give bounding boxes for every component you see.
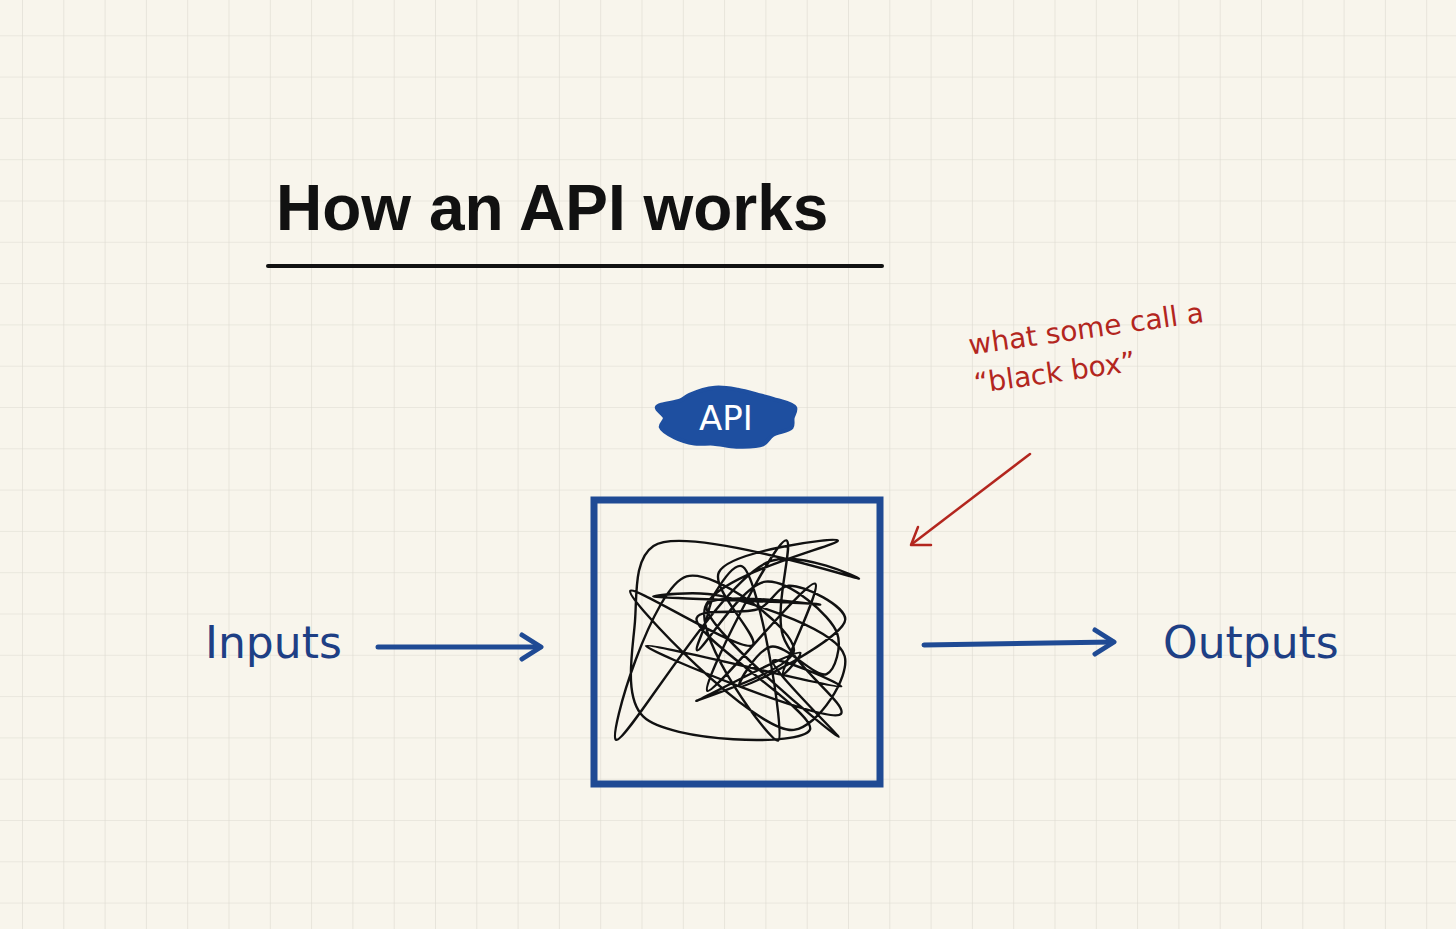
black-box bbox=[594, 500, 880, 784]
title-underline bbox=[268, 264, 882, 268]
output-arrowhead bbox=[1095, 630, 1114, 654]
title: How an API works bbox=[276, 168, 828, 248]
api-label: API bbox=[699, 398, 753, 438]
flow-arrows bbox=[378, 630, 1114, 659]
scribble-line bbox=[615, 540, 859, 741]
leader-line bbox=[912, 454, 1030, 544]
scribble bbox=[615, 540, 859, 741]
api-badge: API bbox=[649, 384, 803, 452]
output-arrow bbox=[924, 642, 1113, 645]
outputs-label: Outputs bbox=[1163, 612, 1339, 674]
badge-blob bbox=[657, 388, 796, 447]
leader-arrowhead bbox=[911, 527, 931, 545]
input-arrowhead bbox=[522, 635, 541, 659]
callout-leader bbox=[911, 454, 1030, 545]
inputs-label: Inputs bbox=[205, 612, 342, 674]
input-arrow bbox=[378, 645, 540, 650]
